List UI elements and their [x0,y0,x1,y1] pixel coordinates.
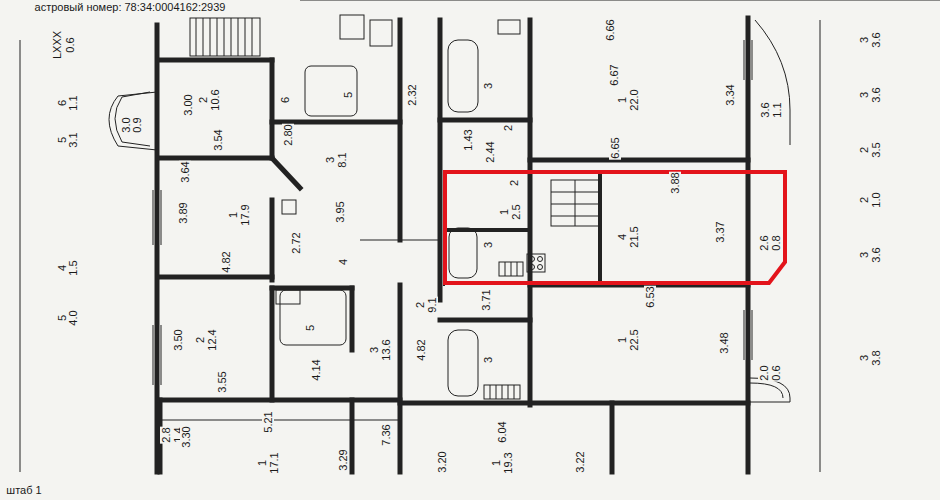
highlighted-apartment: 3.88 2 12.5 3 421.5 3.37 [443,170,788,286]
plan-dimension: 4.14 [310,358,322,381]
plan-dimension: 3.5 [870,141,882,158]
plan-dimension: 7.36 [380,423,392,446]
plan-dimension: 3.89 [177,201,189,224]
plan-dimension: 1.1 [771,101,783,118]
plan-dimension: 12.4 [206,328,218,351]
plan-dimension: 1.5 [67,259,79,276]
room-label: 21.5 [628,225,640,248]
plan-dimension: 2 [858,146,870,154]
plan-dimension: 1 [490,459,502,467]
plan-dimension: 4.0 [67,309,79,326]
sheet-note: штаб 1 [5,484,42,496]
plan-dimension: 3 [482,82,494,90]
plan-dimension: 3 [482,356,494,364]
plan-dimension: 1 [256,459,268,467]
plan-dimension: 8.1 [336,151,348,168]
room-label: 4 [616,233,628,241]
plan-dimension: 3.6 [870,86,882,103]
plan-dimension: 1.0 [870,191,882,208]
plan-dimension: 6.04 [496,420,508,443]
plan-dimension: 3.20 [436,450,448,473]
plan-dimension: 5 [304,324,316,332]
plan-dimension: 13.6 [380,338,392,361]
plan-dimension: 6.67 [608,63,620,86]
plan-dimension: 3.30 [180,425,192,448]
apartment-outline [443,170,788,286]
plan-dimension: 17.1 [268,451,280,474]
plan-dimension: 1 [227,211,239,219]
room-label: 2 [508,179,520,187]
plan-dimension: 1.1 [67,94,79,111]
plan-dimension: 22.5 [628,328,640,351]
plan-dimension: 3.64 [179,160,191,183]
plan-dimension: 6.66 [604,18,616,41]
plan-dimension: 1.43 [462,128,474,151]
plan-dimension: 1 [616,336,628,344]
plan-dimension: 3 [858,91,870,99]
plan-dimension: 2.44 [484,140,496,163]
plan-dimension: 2 [502,124,514,132]
plan-dimension: 3.22 [574,450,586,473]
plan-dimension: 2.8 [160,426,172,443]
plan-dimension: 2 [414,301,426,309]
plan-dimension: 0.6 [770,364,782,381]
plan-dimension: 2.72 [290,231,302,254]
plan-dimension: 6.53 [644,285,656,308]
plan-dimension: 3 [858,36,870,44]
plan-dimension: 4.82 [415,338,427,361]
plan-dimension: 3.55 [216,370,228,393]
plan-dimension: 2.0 [758,364,770,381]
plan-dimension: 0.8 [770,234,782,251]
plan-dimension: 2 [194,336,206,344]
plan-dimension: 2.32 [406,83,418,106]
plan-dimension: 1 [616,96,628,104]
plan-dimension: 2 [197,96,209,104]
room-label: 1 [498,208,510,216]
plan-dimension: LXXX [51,30,63,60]
plan-dimension: 3.34 [724,83,736,106]
plan-dimension: 5.21 [262,410,274,433]
plan-dimension: 9.1 [426,296,438,313]
plan-dimension: 3 [324,156,336,164]
plan-dimension: 0.9 [131,116,143,133]
plan-dimension: 3 [858,251,870,259]
plan-dimension: 4 [337,258,349,266]
plan-dimension: 3.00 [182,93,194,116]
plan-dimension: 3.50 [172,328,184,351]
plan-dimension: 3.71 [480,288,492,311]
plan-dimension: 3.6 [870,31,882,48]
room-label: 2.5 [510,203,522,220]
plan-dimension: 10.6 [209,88,221,111]
plan-dimension: 2.80 [282,123,294,146]
plan-dimension: 4.82 [220,250,232,273]
room-label: 3 [482,241,494,249]
sheet-note: астровый номер: 78:34:0004162:2939 [34,1,227,13]
plan-dimension: 6 [279,96,291,104]
plan-dimension: 3.95 [334,200,346,223]
plan-dimension: 3 [858,354,870,362]
plan-dimension: 3.6 [870,246,882,263]
plan-dimension: 5 [342,91,354,99]
plan-dimension: 3.8 [870,349,882,366]
plan-dimension: 2.6 [758,234,770,251]
room-label: 3.37 [714,220,726,243]
plan-dimension: 19.3 [502,451,514,474]
plan-dimension: 3 [368,346,380,354]
plan-dimension: 0.6 [64,36,76,53]
plan-dimension: 17.9 [239,203,251,226]
plan-dimension: 3.54 [212,128,224,151]
room-label: 3.88 [669,171,681,194]
plan-dimension: 6.65 [609,136,621,159]
plan-dimension: 3.48 [718,331,730,354]
plan-dimension: 22.0 [628,88,640,111]
plan-dimension: 3.1 [67,131,79,148]
plan-dimension: 3.6 [759,101,771,118]
plan-dimension: 3.29 [337,448,349,471]
plan-dimension: 2 [858,196,870,204]
